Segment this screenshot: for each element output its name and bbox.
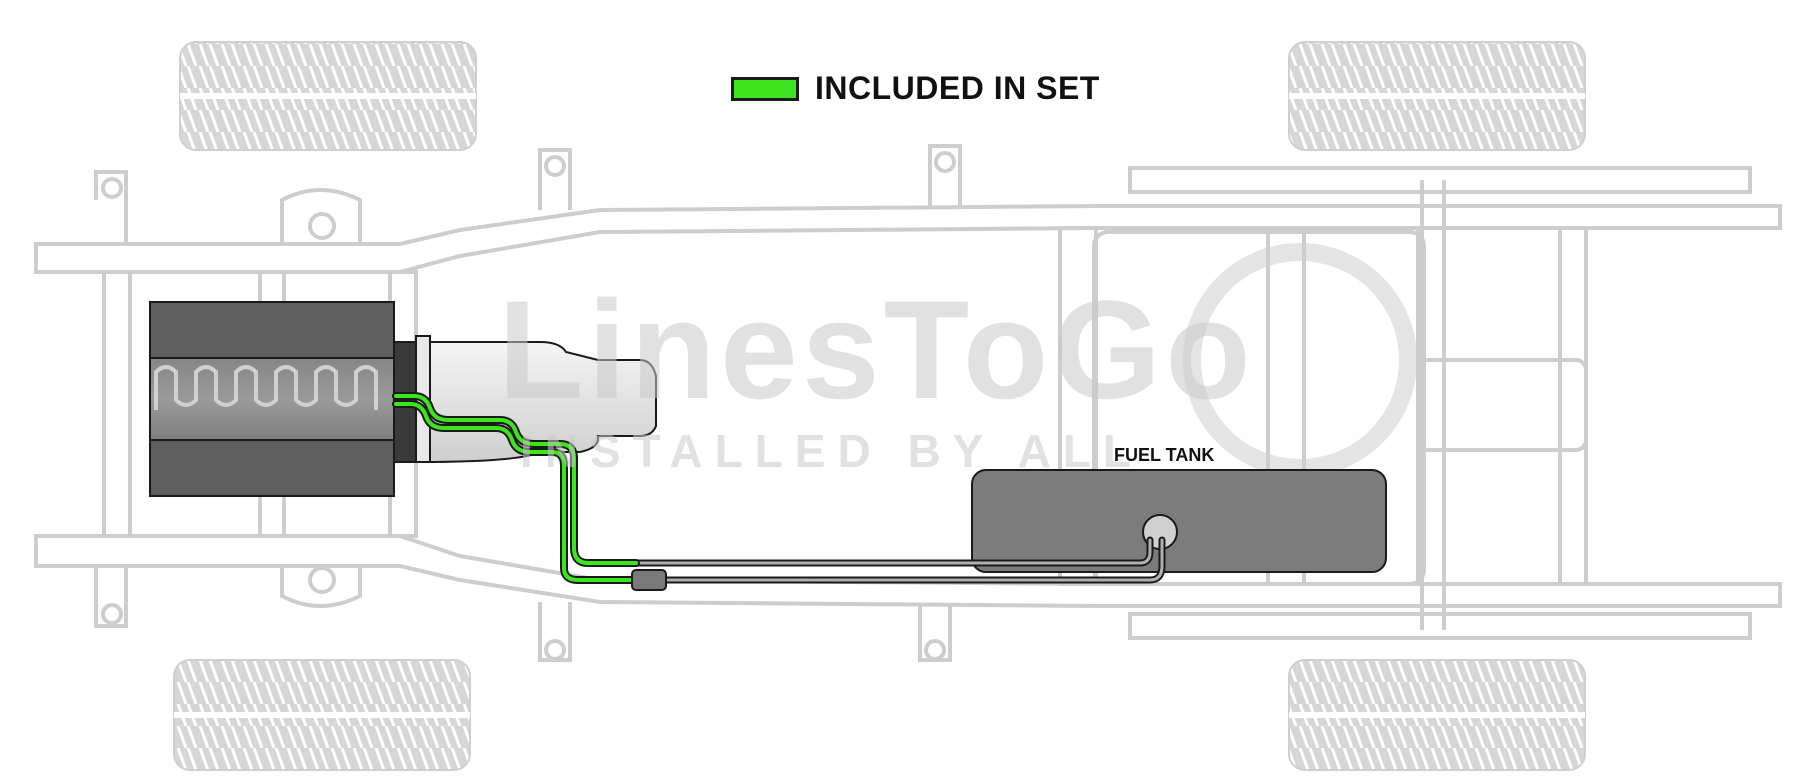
- legend-label: INCLUDED IN SET: [815, 70, 1100, 106]
- front-right-tire: [173, 659, 471, 771]
- existing-fuel-lines: [632, 536, 1166, 584]
- legend-swatch: [731, 76, 799, 101]
- fuel-tank-label: FUEL TANK: [1114, 445, 1215, 465]
- rear-right-tire: [1288, 659, 1586, 771]
- engine: [149, 301, 417, 497]
- fuel-tank: [971, 469, 1387, 573]
- fuel-filter: [631, 569, 667, 591]
- watermark-ring: [1183, 243, 1417, 477]
- rear-left-tire: [1288, 41, 1586, 151]
- legend: INCLUDED IN SET: [731, 70, 1100, 107]
- front-left-tire: [179, 41, 477, 151]
- chassis-frame: [34, 144, 1782, 662]
- watermark-brand: LinesToGo: [498, 271, 1255, 428]
- included-fuel-lines: [392, 392, 640, 584]
- watermark-tagline: INSTALLED BY ALL: [520, 425, 1144, 477]
